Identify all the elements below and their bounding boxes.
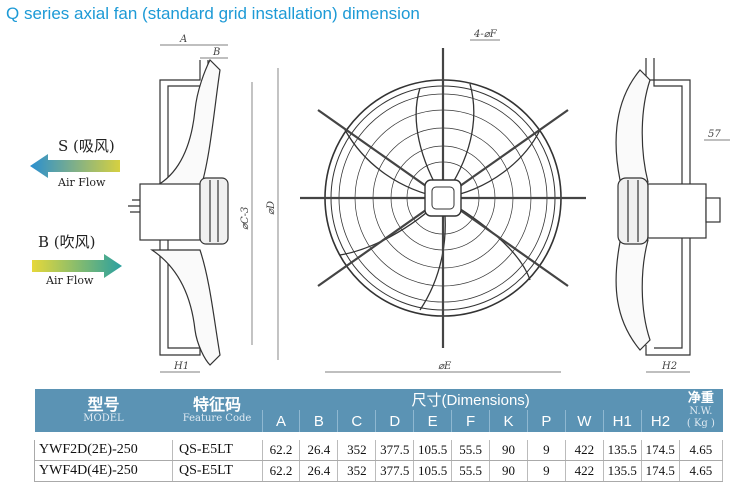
column-header: B — [299, 410, 338, 432]
weight-cell: 4.65 — [679, 440, 724, 461]
suction-arrow — [30, 154, 120, 178]
column-header: C — [337, 410, 376, 432]
dim-lines-front — [325, 39, 561, 373]
feature-subheader: Feature Code — [182, 413, 252, 424]
dim-a-label: A — [179, 34, 187, 45]
value-cell: 26.4 — [299, 440, 339, 461]
suction-sub: Air Flow — [57, 176, 106, 189]
table-row: YWF2D(2E)-250 QS-E5LT 62.2 26.4 352 377.… — [34, 440, 724, 461]
column-header: K — [489, 410, 528, 432]
column-header: H2 — [640, 410, 680, 432]
feature-cell: QS-E5LT — [172, 440, 263, 461]
side-view-right — [615, 58, 721, 356]
weight-header: 净重 — [687, 390, 714, 406]
column-header: D — [375, 410, 414, 432]
dim-b-label: B — [212, 47, 220, 58]
model-cell: YWF4D(4E)-250 — [34, 460, 173, 482]
weight-cell: 4.65 — [679, 460, 724, 482]
page-title: Q series axial fan (standard grid instal… — [6, 4, 420, 23]
value-cell: 174.5 — [641, 440, 680, 461]
column-header: H1 — [602, 410, 642, 432]
feature-header: 特征码 — [192, 395, 241, 414]
weight-subheader: N.W. — [689, 405, 713, 417]
value-cell: 90 — [489, 440, 528, 461]
value-cell: 62.2 — [262, 440, 301, 461]
value-cell: 352 — [337, 460, 377, 482]
value-cell: 55.5 — [451, 440, 491, 461]
value-cell: 62.2 — [262, 460, 301, 482]
dim-d-label: ⌀D — [266, 201, 277, 215]
value-cell: 377.5 — [375, 440, 415, 461]
value-cell: 422 — [565, 460, 604, 482]
value-cell: 105.5 — [413, 460, 453, 482]
dim-h2-label: H2 — [661, 361, 677, 372]
dim-c3-label: ⌀C-3 — [240, 207, 251, 230]
value-cell: 135.5 — [603, 440, 642, 461]
dim-lines-right — [646, 139, 730, 373]
fan-dimension-drawing: S (吸风) Air Flow B (吹风) Air Flow A B ⌀C-3… — [30, 29, 730, 373]
model-header: 型号 — [87, 395, 120, 414]
model-header-cell: 型号 MODEL — [34, 389, 173, 432]
suction-label: S (吸风) — [58, 137, 115, 155]
value-cell: 90 — [489, 460, 528, 482]
feature-header-cell: 特征码 Feature Code — [172, 389, 263, 432]
column-header: W — [564, 410, 604, 432]
value-cell: 9 — [527, 460, 566, 482]
dim-holes-label: 4-⌀F — [473, 29, 498, 40]
spec-table: 型号 MODEL 特征码 Feature Code 尺寸(Dimensions)… — [34, 389, 724, 482]
dim-lines-left — [160, 44, 279, 373]
blowing-label: B (吹风) — [38, 233, 96, 251]
value-cell: 422 — [565, 440, 604, 461]
side-view-left — [128, 58, 229, 366]
column-header: A — [261, 410, 300, 432]
model-cell: YWF2D(2E)-250 — [34, 440, 173, 461]
dimensions-header: 尺寸(Dimensions) — [262, 389, 680, 410]
value-cell: 105.5 — [413, 440, 453, 461]
blowing-arrow — [32, 254, 122, 278]
weight-unit: ( Kg ) — [686, 417, 715, 429]
column-header: E — [413, 410, 452, 432]
front-view — [300, 48, 586, 348]
value-cell: 26.4 — [299, 460, 339, 482]
dim-h1-label: H1 — [173, 361, 189, 372]
model-subheader: MODEL — [83, 413, 124, 424]
value-cell: 174.5 — [641, 460, 680, 482]
value-cell: 352 — [337, 440, 377, 461]
column-header: P — [526, 410, 566, 432]
value-cell: 135.5 — [603, 460, 642, 482]
value-cell: 9 — [527, 440, 566, 461]
blowing-sub: Air Flow — [45, 274, 94, 287]
value-cell: 55.5 — [451, 460, 491, 482]
dim-57-label: 57 — [708, 129, 721, 140]
table-row: YWF4D(4E)-250 QS-E5LT 62.2 26.4 352 377.… — [34, 460, 724, 482]
dim-e-label: ⌀E — [438, 361, 452, 372]
column-header: F — [451, 410, 490, 432]
weight-header-cell: 净重 N.W. ( Kg ) — [679, 389, 723, 432]
feature-cell: QS-E5LT — [172, 460, 263, 482]
value-cell: 377.5 — [375, 460, 415, 482]
